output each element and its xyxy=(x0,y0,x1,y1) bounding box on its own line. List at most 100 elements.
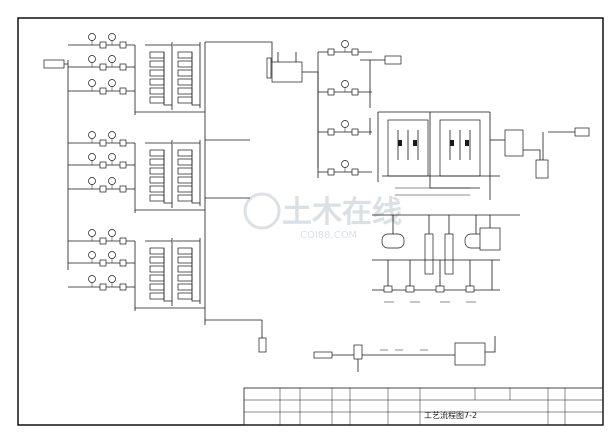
filter-cartridge xyxy=(177,60,193,68)
gauge-icon xyxy=(108,131,116,139)
gauge-icon xyxy=(108,229,116,237)
filter-train xyxy=(68,33,205,115)
valve-icon xyxy=(119,185,127,193)
valve-icon xyxy=(99,87,107,95)
filter-cartridge xyxy=(177,185,193,193)
valve-icon xyxy=(119,237,127,245)
filter-cartridge xyxy=(177,87,193,95)
drawing-title: 工艺流程图7-2 xyxy=(424,410,477,420)
filter-train xyxy=(68,229,205,311)
gauge-icon xyxy=(108,251,116,259)
valve-icon xyxy=(99,139,107,147)
column-b xyxy=(424,233,434,275)
gauge-icon xyxy=(341,40,349,48)
valve-icon xyxy=(99,41,107,49)
filter-cartridge xyxy=(149,60,165,68)
vessel-e xyxy=(479,227,501,251)
valve-icon xyxy=(119,259,127,267)
filter-cartridge xyxy=(177,78,193,86)
filter-cartridge xyxy=(149,247,165,255)
vessel-a xyxy=(381,233,405,249)
filter-cartridge xyxy=(149,158,165,166)
gauge-icon xyxy=(88,275,96,283)
valve-icon xyxy=(99,63,107,71)
valve-icon xyxy=(99,237,107,245)
valve-icon xyxy=(119,139,127,147)
filter-cartridge xyxy=(177,158,193,166)
pump-rows xyxy=(317,40,402,178)
gauge-icon xyxy=(108,79,116,87)
filter-cartridge xyxy=(149,194,165,202)
gauge-icon xyxy=(88,79,96,87)
filter-cartridge xyxy=(177,292,193,300)
valve-icon xyxy=(351,48,359,56)
gauge-icon xyxy=(88,251,96,259)
valve-icon xyxy=(327,88,335,96)
filter-cartridge xyxy=(149,149,165,157)
feed-inlet-tag xyxy=(43,59,65,69)
gauge-icon xyxy=(88,33,96,41)
filter-cartridge xyxy=(149,256,165,264)
small-vessel xyxy=(504,129,524,157)
filter-cartridge xyxy=(177,247,193,255)
gauge-icon xyxy=(88,229,96,237)
gauge-icon xyxy=(108,55,116,63)
watermark-subtext: COI88.COM xyxy=(300,230,357,241)
exchange-towers xyxy=(377,111,500,200)
outlet-tag-right xyxy=(574,127,590,137)
valve-icon xyxy=(327,168,335,176)
gauge-icon xyxy=(88,177,96,185)
gauge-icon xyxy=(88,153,96,161)
gauge-icon xyxy=(341,160,349,168)
valve-icon xyxy=(99,161,107,169)
clear-tank xyxy=(454,342,486,366)
gauge-icon xyxy=(108,33,116,41)
title-block: 工艺流程图7-2 xyxy=(243,387,604,426)
valve-icon xyxy=(351,128,359,136)
right-vessel-group xyxy=(490,127,590,179)
valve-icon xyxy=(327,128,335,136)
gauge-icon xyxy=(341,120,349,128)
filter-cartridge xyxy=(149,274,165,282)
valve-icon xyxy=(119,41,127,49)
lower-vessels xyxy=(372,214,520,303)
filter-cartridge xyxy=(177,51,193,59)
buffer-tank xyxy=(271,61,303,83)
gauge-icon xyxy=(88,55,96,63)
filter-cartridge xyxy=(177,149,193,157)
filter-cartridge xyxy=(149,292,165,300)
filter-cartridge xyxy=(149,265,165,273)
filter-cartridge xyxy=(177,167,193,175)
bottom-intake xyxy=(313,336,496,372)
gauge-icon xyxy=(108,153,116,161)
filter-cartridge xyxy=(149,87,165,95)
gauge-icon xyxy=(108,177,116,185)
filter-cartridge xyxy=(149,78,165,86)
filter-cartridge xyxy=(149,51,165,59)
gauge-icon xyxy=(88,131,96,139)
valve-icon xyxy=(119,161,127,169)
filter-cartridge xyxy=(149,167,165,175)
filter-cartridge xyxy=(149,283,165,291)
valve-icon xyxy=(99,259,107,267)
valve-icon xyxy=(99,185,107,193)
watermark-text: 土木在线 xyxy=(282,195,402,230)
valve-icon xyxy=(119,87,127,95)
drain-tag xyxy=(258,337,267,353)
outlet-tag-top xyxy=(384,55,402,65)
filter-trains xyxy=(68,33,205,311)
filter-cartridge xyxy=(177,256,193,264)
valve-icon xyxy=(119,283,127,291)
column-c xyxy=(444,233,454,275)
pump-small xyxy=(535,159,549,179)
filter-cartridge xyxy=(177,176,193,184)
valve-icon xyxy=(351,88,359,96)
filter-cartridge xyxy=(149,96,165,104)
filter-cartridge xyxy=(177,194,193,202)
filter-cartridge xyxy=(177,274,193,282)
gauge-icon xyxy=(341,80,349,88)
filter-cartridge xyxy=(177,265,193,273)
filter-cartridge xyxy=(177,283,193,291)
valve-icon xyxy=(327,48,335,56)
